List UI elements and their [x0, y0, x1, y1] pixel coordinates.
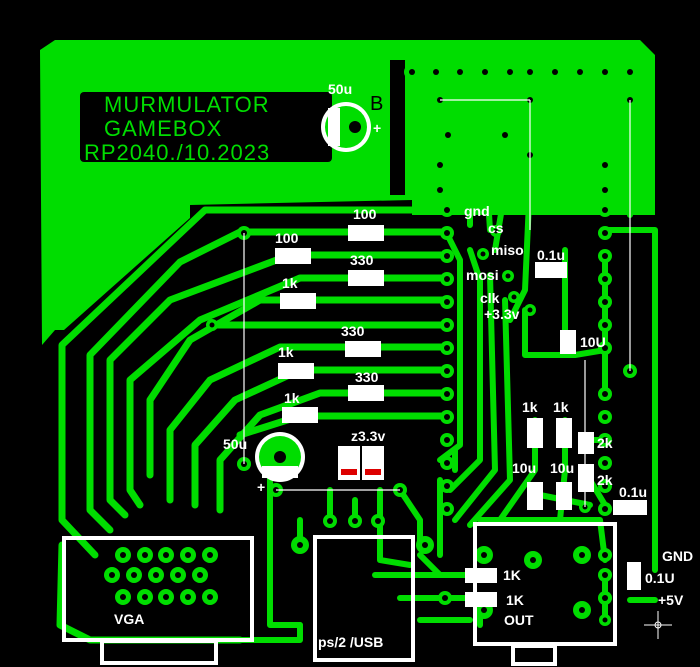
label-c-10u-b: 10u	[550, 460, 574, 476]
label-r-1k-a: 1k	[282, 275, 298, 291]
label-plus-left: +	[257, 479, 265, 495]
label-c-0.1U: 0.1U	[645, 570, 675, 586]
label-r-1k-audio-b: 1k	[553, 399, 569, 415]
mcu-left-pins	[440, 203, 454, 516]
audio-out-connector	[473, 522, 617, 666]
label-gnd: GND	[662, 548, 693, 564]
label-r-2k-b: 2k	[597, 472, 613, 488]
label-r-1k-c: 1k	[284, 390, 300, 406]
label-sd-miso: miso	[491, 242, 524, 258]
label-plus-top: +	[373, 120, 381, 136]
label-5v: +5V	[658, 592, 684, 608]
ps2-usb-connector	[313, 535, 415, 662]
title-line2: GAMEBOX	[104, 116, 222, 141]
trace-bundle-right	[237, 69, 658, 643]
title-line3: RP2040./10.2023	[84, 140, 270, 165]
label-sd-clk: clk	[480, 290, 500, 306]
label-c-0.1u-a: 0.1u	[537, 247, 565, 263]
origin-crosshair	[644, 611, 672, 639]
label-r-1K-out-b: 1K	[506, 592, 524, 608]
label-sd-3v3: +3.3v	[484, 306, 520, 322]
label-zener: z3.3v	[351, 428, 385, 444]
title-plate	[80, 92, 332, 162]
label-r-100-top: 100	[353, 206, 377, 222]
copper-pour-corner-cut	[390, 60, 405, 195]
label-c-10U: 10U	[580, 334, 606, 350]
label-r-330-b: 330	[341, 323, 365, 339]
label-r-1k-b: 1k	[278, 344, 294, 360]
label-r-1k-audio-a: 1k	[522, 399, 538, 415]
electrolytic-cap-left	[255, 432, 305, 482]
electrolytic-cap-top	[321, 102, 371, 152]
label-out: OUT	[504, 612, 534, 628]
vga-connector	[62, 536, 254, 665]
label-ps2-usb: ps/2 /USB	[318, 634, 383, 650]
label-vga: VGA	[114, 611, 144, 627]
label-side-letter: B	[370, 93, 383, 115]
label-c-0.1u-b: 0.1u	[619, 484, 647, 500]
label-r-2k-a: 2k	[597, 435, 613, 451]
label-c-10u-a: 10u	[512, 460, 536, 476]
label-cap-left: 50u	[223, 436, 247, 452]
label-r-100-left: 100	[275, 230, 299, 246]
title-line1: MURMULATOR	[104, 92, 270, 117]
label-cap-top: 50u	[328, 81, 352, 97]
label-sd-gnd: gnd	[464, 203, 490, 219]
label-r-330-a: 330	[350, 252, 374, 268]
sd-pads	[477, 225, 536, 316]
trace-bundle-left	[56, 206, 454, 644]
label-r-1K-out-a: 1K	[503, 567, 521, 583]
label-r-330-c: 330	[355, 369, 379, 385]
label-sd-mosi: mosi	[466, 267, 499, 283]
mcu-right-pins	[598, 203, 637, 605]
vga-pads	[104, 547, 218, 605]
label-sd-cs: cs	[488, 220, 504, 236]
